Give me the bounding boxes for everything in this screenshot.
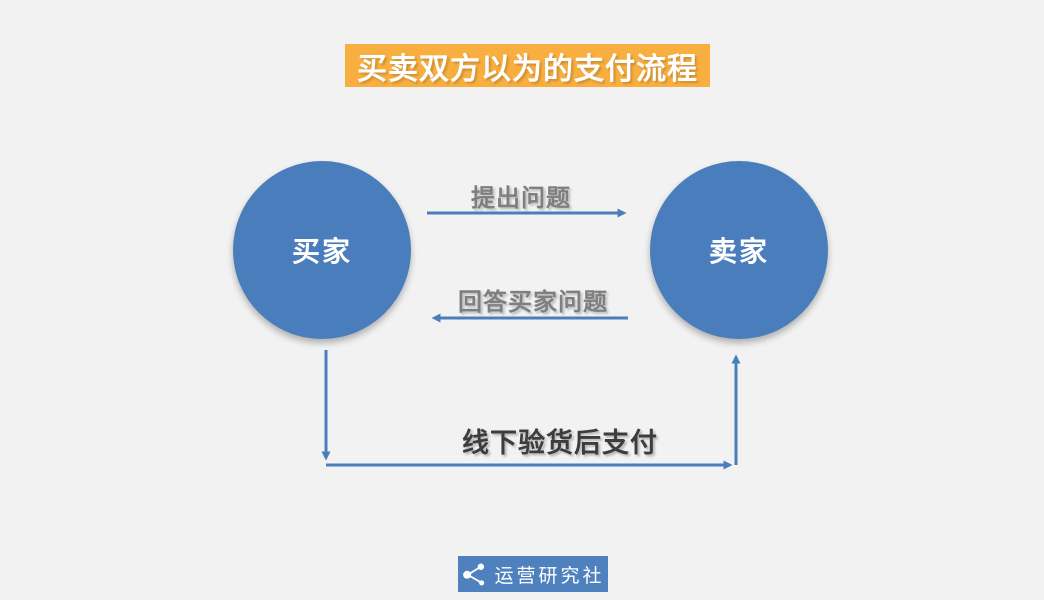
seller-node-label: 卖家 [708, 236, 769, 267]
edge-label-ask: 提出问题 [471, 185, 571, 212]
buyer-node: 买家 [233, 161, 411, 339]
buyer-node-label: 买家 [291, 236, 352, 267]
share-icon [461, 561, 487, 587]
footer-logo: 运营研究社 [458, 556, 608, 592]
page-title: 买卖双方以为的支付流程 [345, 44, 710, 87]
edge-label-pay: 线下验货后支付 [462, 428, 658, 458]
edge-label-answer: 回答买家问题 [458, 289, 608, 316]
seller-node: 卖家 [650, 161, 828, 339]
logo-text: 运营研究社 [494, 565, 605, 587]
